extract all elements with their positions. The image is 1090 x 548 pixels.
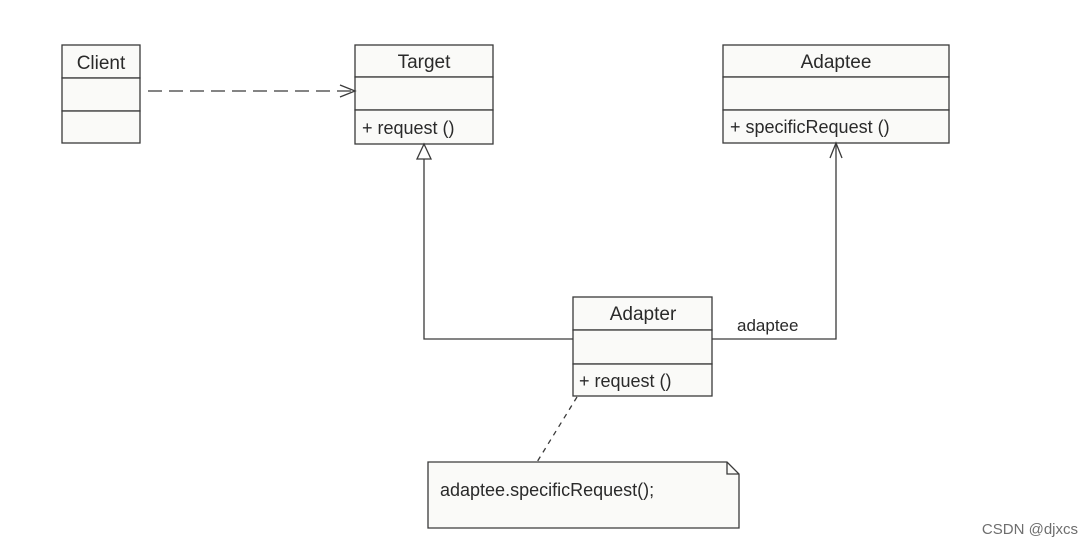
dependency-arrowhead (339, 84, 357, 98)
target-name-compartment (354, 44, 494, 78)
note-folded-corner (726, 462, 739, 475)
target-class-name: Target (398, 52, 452, 73)
adapter-operations-compartment (572, 363, 713, 397)
adapter-adaptee-association: adaptee (712, 141, 843, 340)
association-role-label: adaptee (737, 316, 798, 335)
client-class-name: Client (77, 53, 126, 74)
adapter-name-compartment (572, 296, 713, 331)
adapter-class: Adapter + request () (572, 296, 713, 397)
adapter-class-name: Adapter (610, 304, 677, 325)
adaptee-class-name: Adaptee (801, 52, 872, 73)
adapter-target-generalization (415, 142, 573, 340)
target-class: Target + request () (354, 44, 494, 145)
note-text: adaptee.specificRequest(); (440, 480, 654, 500)
client-target-dependency (148, 84, 357, 98)
client-attributes-compartment (61, 77, 141, 112)
generalization-line (423, 159, 573, 340)
association-arrowhead (829, 141, 843, 159)
adapter-operation: + request () (579, 371, 672, 391)
watermark: CSDN @djxcs (981, 521, 1078, 538)
client-class: Client (61, 44, 141, 144)
adapter-attributes-compartment (572, 329, 713, 365)
association-line (712, 143, 837, 340)
note-shape (427, 461, 740, 529)
adaptee-name-compartment (722, 44, 950, 78)
adaptee-class: Adaptee + specificRequest () (722, 44, 950, 144)
adaptee-attributes-compartment (722, 76, 950, 111)
generalization-hollow-triangle (415, 142, 433, 160)
note-anchor-line (536, 396, 578, 463)
target-attributes-compartment (354, 76, 494, 111)
adaptee-operation: + specificRequest () (730, 117, 890, 137)
client-name-compartment (61, 44, 141, 79)
target-operation: + request () (362, 118, 455, 138)
implementation-note: adaptee.specificRequest(); (427, 396, 740, 529)
client-operations-compartment (61, 110, 141, 144)
